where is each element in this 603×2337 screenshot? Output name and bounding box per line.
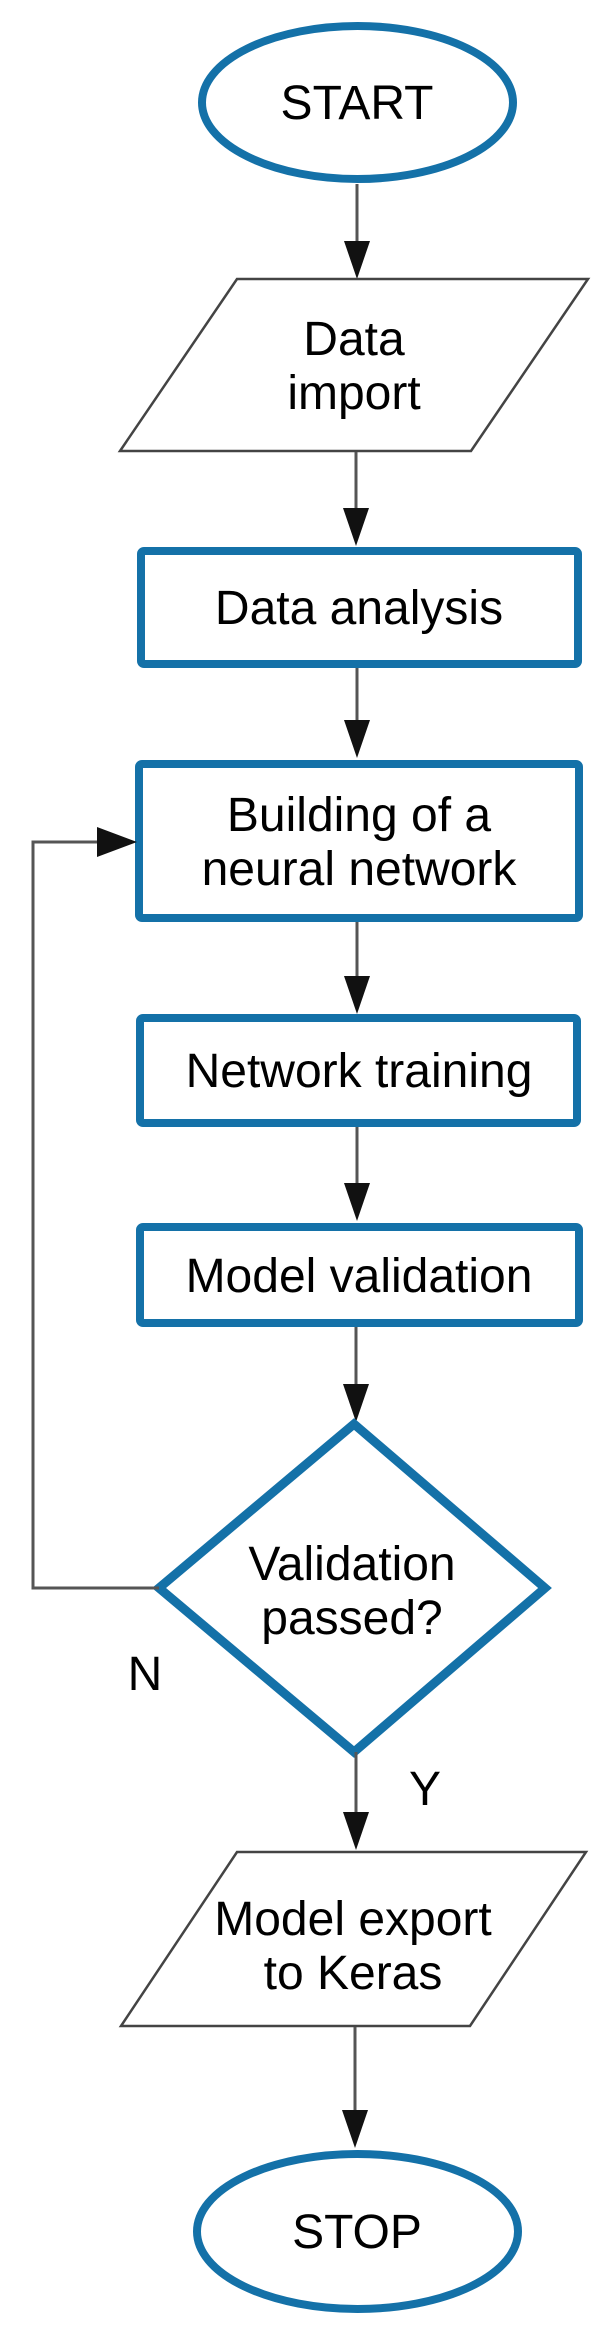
- data-import-label-line1: Data: [303, 313, 405, 366]
- validation-decision-label-line2: passed?: [261, 1592, 442, 1645]
- arrow-validation-to-decision-head: [343, 1384, 369, 1422]
- building-network-label-line2: neural network: [202, 843, 518, 896]
- data-import-label-line2: import: [287, 367, 420, 420]
- start-terminator-shape: [198, 22, 517, 183]
- network-training-process-shape: [136, 1014, 581, 1127]
- data-analysis-label: Data analysis: [215, 582, 503, 635]
- branch-label-yes: Y: [409, 1763, 441, 1816]
- arrow-training-to-validation-head: [344, 1183, 370, 1221]
- arrow-building-to-training-head: [344, 976, 370, 1014]
- branch-label-no: N: [128, 1648, 163, 1701]
- network-training-label: Network training: [186, 1045, 533, 1098]
- validation-decision-label-line1: Validation: [248, 1538, 455, 1591]
- model-validation-process-shape: [136, 1223, 583, 1327]
- arrow-import-to-analysis-head: [343, 508, 369, 546]
- model-export-label-line2: to Keras: [264, 1947, 443, 2000]
- start-label: START: [281, 77, 434, 130]
- validation-decision-shape: [152, 1418, 552, 1758]
- building-network-process-shape: [135, 760, 583, 922]
- feedback-loop-arrowhead: [97, 827, 137, 857]
- data-analysis-process-shape: [137, 547, 582, 668]
- data-import-io-shape: [117, 277, 591, 453]
- feedback-loop-line: [31, 840, 159, 1590]
- stop-terminator-shape: [193, 2150, 522, 2313]
- building-network-label-line1: Building of a: [227, 789, 491, 842]
- stop-label: STOP: [292, 2206, 422, 2259]
- arrow-export-to-stop-head: [342, 2110, 368, 2148]
- arrow-decision-to-export-head: [343, 1812, 369, 1850]
- arrow-analysis-to-building-head: [344, 720, 370, 758]
- model-export-io-shape: [118, 1850, 589, 2028]
- model-validation-label: Model validation: [186, 1250, 533, 1303]
- model-export-label-line1: Model export: [214, 1893, 491, 1946]
- arrow-start-to-import-head: [344, 241, 370, 279]
